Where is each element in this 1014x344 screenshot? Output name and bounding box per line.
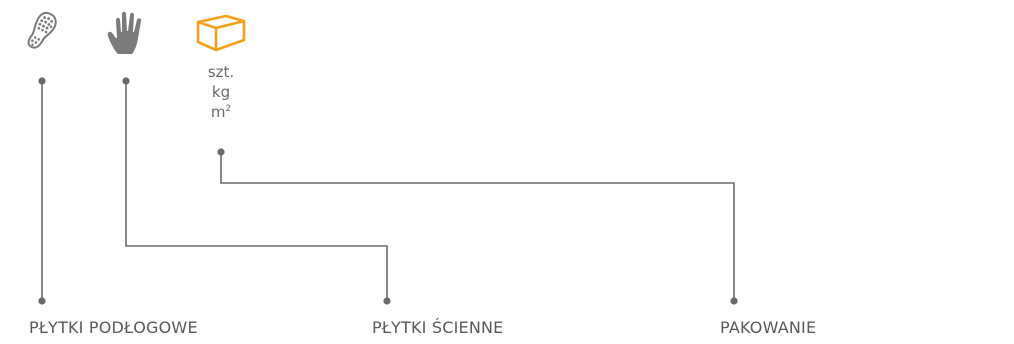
label-floor-tiles: PŁYTKI PODŁOGOWE	[29, 318, 198, 337]
unit-area: m2	[190, 102, 252, 122]
dot-packaging-bottom	[730, 297, 738, 305]
hand-icon	[107, 11, 142, 54]
unit-area-exponent: 2	[225, 104, 232, 114]
units-list: szt. kg m2	[190, 62, 252, 122]
label-wall-tiles: PŁYTKI ŚCIENNE	[372, 318, 504, 337]
dot-wall-top	[122, 77, 130, 85]
shoe-sole-icon	[27, 11, 57, 49]
dot-wall-bottom	[383, 297, 391, 305]
connector-packaging	[220, 152, 735, 300]
unit-pieces: szt.	[207, 63, 235, 81]
dot-floor-top	[38, 77, 46, 85]
dot-floor-bottom	[38, 297, 46, 305]
unit-area-base: m	[210, 103, 226, 121]
label-packaging: PAKOWANIE	[720, 318, 817, 337]
box-icon	[196, 14, 246, 52]
dot-packaging-top	[217, 148, 225, 156]
connector-wall-tiles	[125, 82, 388, 300]
unit-weight: kg	[211, 83, 231, 101]
